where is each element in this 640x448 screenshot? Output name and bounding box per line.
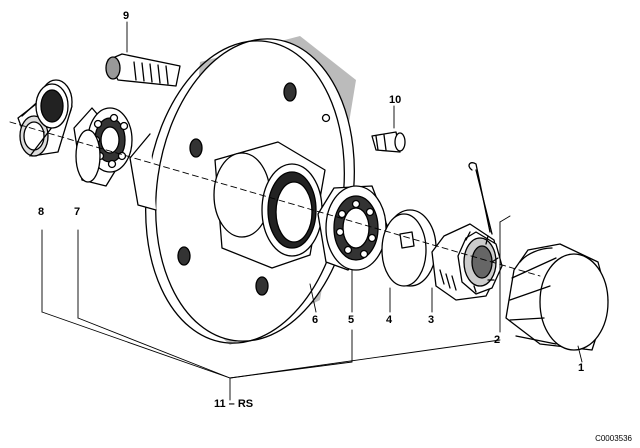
callout-11-rs: 11 – RS <box>214 398 254 410</box>
leader-lines <box>9 21 583 401</box>
callout-10: 10 <box>389 94 402 106</box>
drawing-code: C0003536 <box>595 434 632 443</box>
callout-9: 9 <box>123 10 130 22</box>
callout-4: 4 <box>386 314 393 326</box>
outer-race-part-8 <box>17 79 73 157</box>
roller-bearing-part-5 <box>317 185 389 271</box>
wheel-stud-part-9 <box>105 53 181 87</box>
grease-cap-part-1 <box>505 243 609 351</box>
wheel-hub-part-6 <box>129 36 356 345</box>
callout-2: 2 <box>494 334 501 346</box>
callout-7: 7 <box>74 206 81 218</box>
washer-part-4 <box>381 209 437 287</box>
bolt-part-10 <box>371 131 406 153</box>
callout-8: 8 <box>38 206 45 218</box>
callout-1: 1 <box>578 362 585 374</box>
castle-nut-part-3 <box>431 223 503 301</box>
callout-5: 5 <box>348 314 355 326</box>
callout-3: 3 <box>428 314 435 326</box>
roller-bearing-part-7 <box>73 107 133 187</box>
callout-6: 6 <box>312 314 319 326</box>
cotter-pin-part-2 <box>468 162 493 235</box>
